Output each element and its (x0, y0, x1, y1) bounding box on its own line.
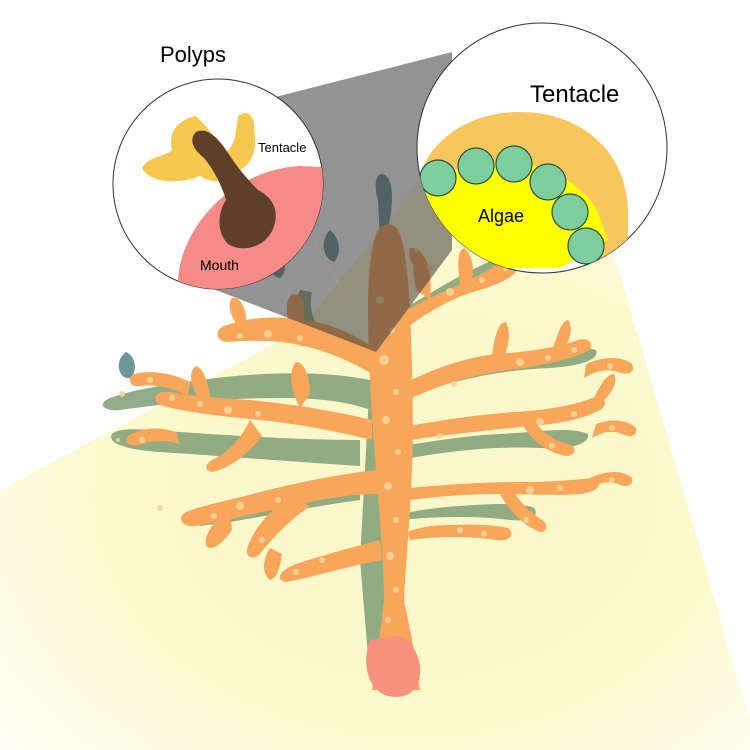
mouth-label: Mouth (200, 257, 239, 273)
coral-bubbles (116, 248, 615, 623)
algae-label: Algae (478, 206, 524, 226)
tentacle-large-label: Tentacle (530, 81, 619, 108)
polyp-stalk (192, 130, 276, 249)
tentacle-magnifier: Tentacle Algae (416, 22, 668, 274)
algae-cells (419, 145, 605, 265)
coral-front-layer (126, 224, 637, 697)
polyps-label: Polyps (160, 42, 226, 67)
tentacle-small-label: Tentacle (258, 140, 306, 155)
